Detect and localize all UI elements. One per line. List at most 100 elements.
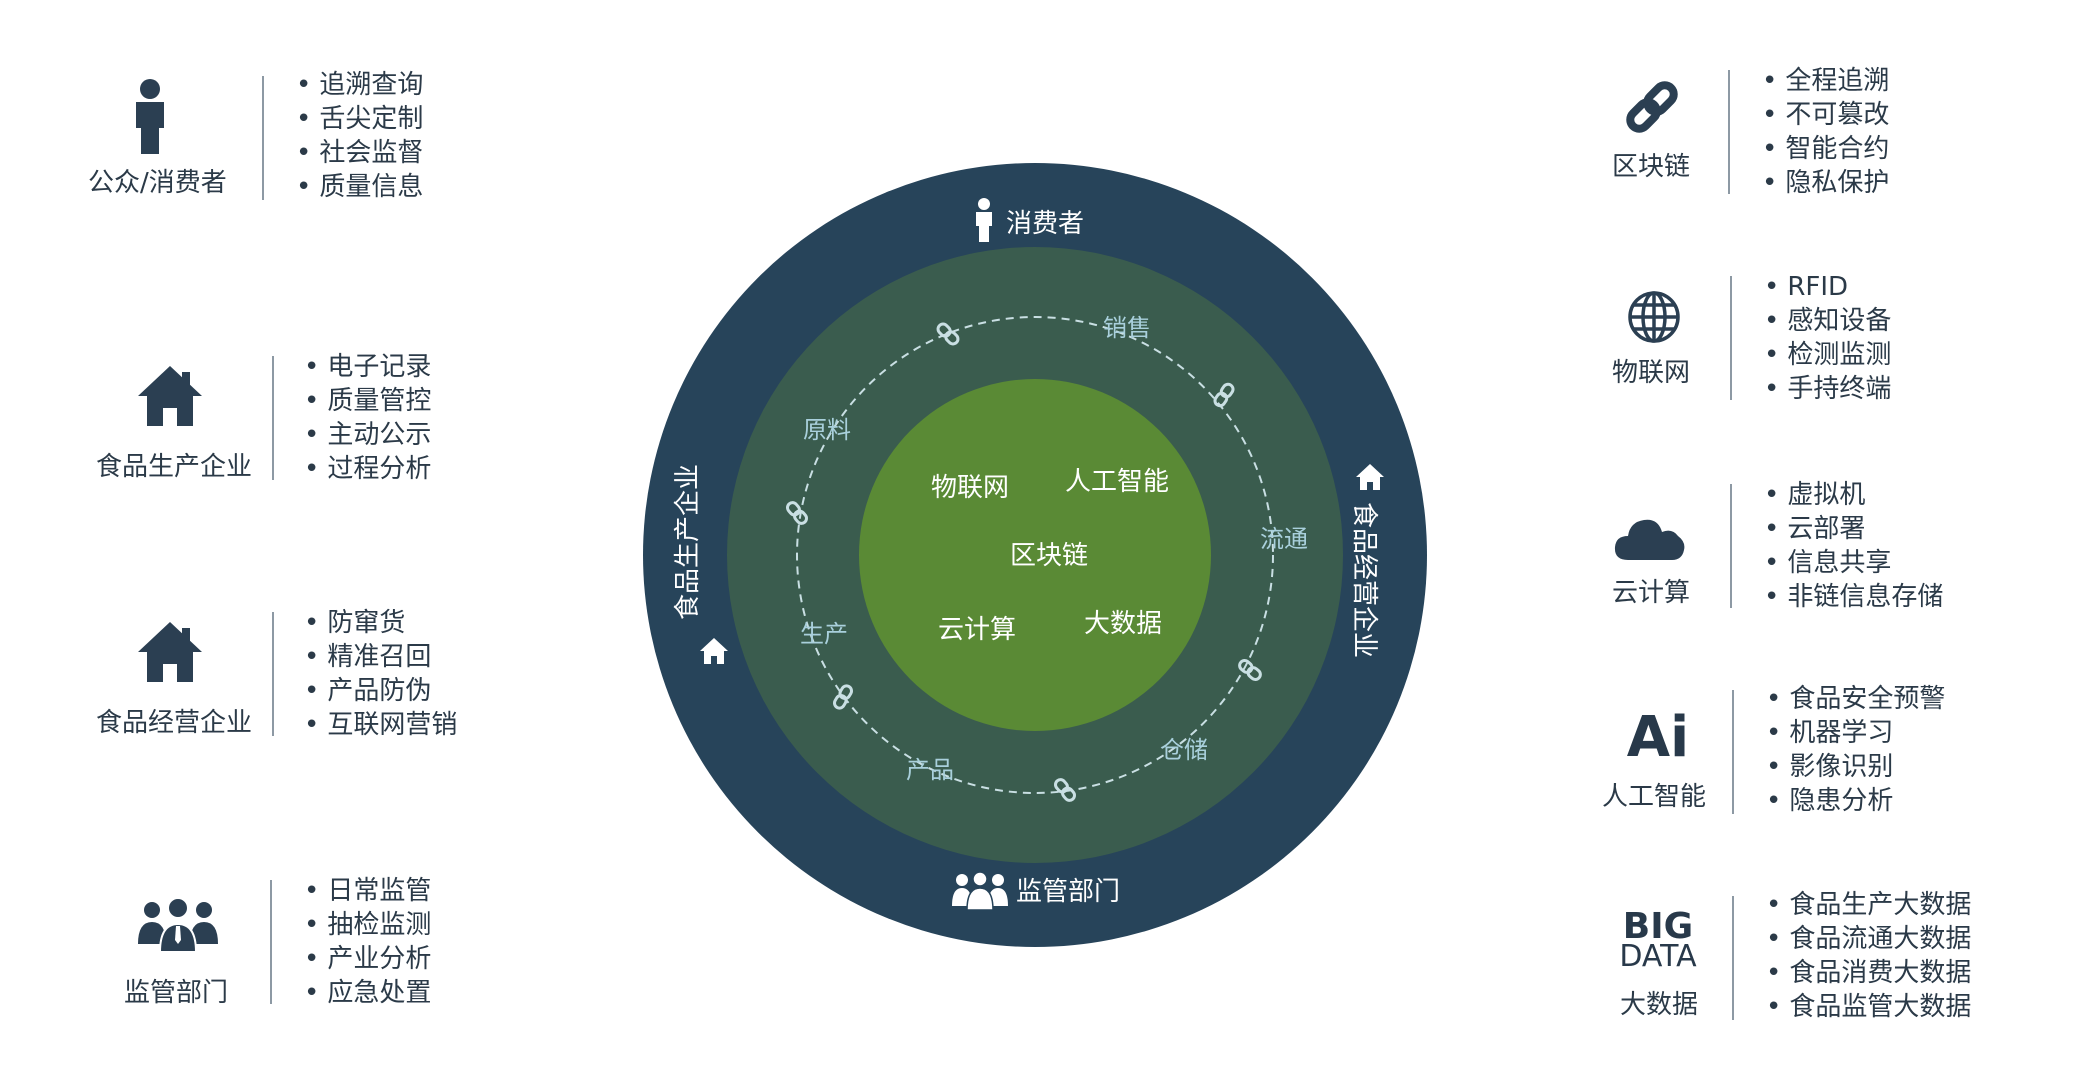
divider [272, 356, 274, 480]
chain-link-icon [786, 501, 808, 525]
outer-label-right: 食品经营企业 [1349, 502, 1379, 658]
core-label-ai: 人工智能 [1065, 467, 1169, 497]
cycle-path [796, 316, 1274, 794]
cycle-label-product: 产品 [906, 756, 954, 784]
big-data-icon-data: DATA [1619, 939, 1697, 974]
list-item: 信息共享 [1764, 546, 1943, 580]
list-item: 全程追溯 [1762, 64, 1889, 98]
divider [262, 76, 264, 200]
list-item: 防窜货 [304, 606, 457, 640]
list-item: 电子记录 [304, 350, 431, 384]
feature-list: 日常监管 抽检监测 产业分析 应急处置 [304, 874, 431, 1010]
big-data-icon: BIG DATA [1598, 906, 1718, 974]
list-item: 质量信息 [296, 170, 423, 204]
list-item: 食品安全预警 [1766, 682, 1945, 716]
list-item: 感知设备 [1764, 304, 1891, 338]
list-item: 检测监测 [1764, 338, 1891, 372]
big-data-icon-big: BIG [1622, 906, 1694, 947]
feature-list: 虚拟机 云部署 信息共享 非链信息存储 [1764, 478, 1943, 614]
cycle-label-raw-material: 原料 [803, 416, 851, 444]
list-item: 不可篡改 [1762, 98, 1889, 132]
cycle-label-storage: 仓储 [1160, 736, 1208, 764]
house-icon [700, 638, 728, 664]
globe-icon [1594, 290, 1714, 344]
ai-icon: Ai [1626, 705, 1690, 770]
house-icon [110, 364, 230, 428]
person-icon [976, 198, 992, 242]
group-label: 人工智能 [1602, 782, 1707, 812]
list-item: 日常监管 [304, 874, 431, 908]
feature-list: 全程追溯 不可篡改 智能合约 隐私保护 [1762, 64, 1889, 200]
list-item: 过程分析 [304, 452, 431, 486]
group-label: 物联网 [1612, 358, 1691, 388]
chain-link-icon [1592, 74, 1712, 140]
outer-label-bottom: 监管部门 [1016, 877, 1120, 907]
list-item: 主动公示 [304, 418, 431, 452]
group-label: 监管部门 [124, 978, 229, 1008]
divider [272, 612, 274, 736]
group-people-icon [118, 896, 238, 954]
core-label-iot: 物联网 [931, 473, 1009, 503]
group-label: 云计算 [1612, 578, 1691, 608]
list-item: 应急处置 [304, 976, 431, 1010]
chain-link-icon [1238, 659, 1262, 681]
cloud-icon [1590, 516, 1710, 562]
core-label-blockchain: 区块链 [1010, 541, 1088, 571]
divider [1728, 70, 1730, 194]
group-people-icon [952, 871, 1008, 911]
list-item: 产业分析 [304, 942, 431, 976]
core-label-bigdata: 大数据 [1084, 609, 1162, 639]
outer-label-left: 食品生产企业 [673, 464, 703, 620]
list-item: 互联网营销 [304, 708, 457, 742]
group-label: 食品生产企业 [96, 452, 253, 482]
feature-list: 防窜货 精准召回 产品防伪 互联网营销 [304, 606, 457, 742]
house-icon [110, 620, 230, 684]
feature-list: RFID 感知设备 检测监测 手持终端 [1764, 270, 1891, 406]
list-item: 云部署 [1764, 512, 1943, 546]
cycle-label-production: 生产 [800, 620, 848, 648]
list-item: 食品生产大数据 [1766, 888, 1971, 922]
list-item: 影像识别 [1766, 750, 1945, 784]
divider [1730, 484, 1732, 608]
chain-link-icon [1054, 778, 1076, 802]
list-item: 精准召回 [304, 640, 457, 674]
list-item: 舌尖定制 [296, 102, 423, 136]
list-item: 产品防伪 [304, 674, 457, 708]
cycle-label-circulation: 流通 [1260, 525, 1308, 553]
divider [270, 880, 272, 1004]
group-label: 区块链 [1612, 152, 1691, 182]
divider [1732, 690, 1734, 814]
outer-label-top: 消费者 [1006, 209, 1084, 239]
list-item: 隐私保护 [1762, 166, 1889, 200]
group-label: 食品经营企业 [96, 708, 253, 738]
core-circle [859, 379, 1211, 731]
feature-list: 追溯查询 舌尖定制 社会监督 质量信息 [296, 68, 423, 204]
person-icon [90, 78, 210, 154]
feature-list: 食品生产大数据 食品流通大数据 食品消费大数据 食品监管大数据 [1766, 888, 1971, 1024]
house-icon [1356, 464, 1384, 490]
list-item: 隐患分析 [1766, 784, 1945, 818]
list-item: 机器学习 [1766, 716, 1945, 750]
list-item: 追溯查询 [296, 68, 423, 102]
list-item: 食品流通大数据 [1766, 922, 1971, 956]
feature-list: 电子记录 质量管控 主动公示 过程分析 [304, 350, 431, 486]
divider [1732, 896, 1734, 1020]
chain-link-icon [1213, 382, 1235, 408]
core-label-cloud: 云计算 [938, 615, 1016, 645]
concentric-diagram: 消费者 监管部门 食品生产企业 食品经营企业 销售 流通 仓储 产品 生产 原料… [643, 163, 1427, 947]
group-label: 公众/消费者 [88, 168, 227, 198]
list-item: 质量管控 [304, 384, 431, 418]
list-item: 虚拟机 [1764, 478, 1943, 512]
divider [1730, 276, 1732, 400]
list-item: RFID [1764, 270, 1891, 304]
chain-link-icon [936, 322, 960, 346]
list-item: 食品消费大数据 [1766, 956, 1971, 990]
list-item: 食品监管大数据 [1766, 990, 1971, 1024]
chain-link-icon [833, 684, 853, 710]
cycle-label-sales: 销售 [1103, 314, 1151, 342]
list-item: 智能合约 [1762, 132, 1889, 166]
group-label: 大数据 [1620, 990, 1699, 1020]
list-item: 抽检监测 [304, 908, 431, 942]
feature-list: 食品安全预警 机器学习 影像识别 隐患分析 [1766, 682, 1945, 818]
list-item: 手持终端 [1764, 372, 1891, 406]
